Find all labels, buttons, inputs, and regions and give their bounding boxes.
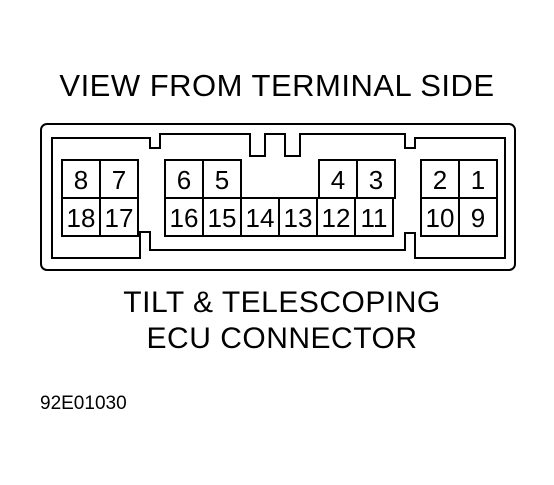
terminal-label-14: 14: [246, 203, 275, 233]
terminal-label-9: 9: [471, 203, 485, 233]
terminal-cell-5: [202, 159, 242, 199]
view-title: VIEW FROM TERMINAL SIDE: [59, 68, 495, 103]
terminal-label-16: 16: [170, 203, 199, 233]
terminal-label-3: 3: [369, 165, 383, 195]
terminal-label-12: 12: [322, 203, 351, 233]
caption-line-1: TILT & TELESCOPING: [123, 286, 441, 319]
caption-line-2: ECU CONNECTOR: [146, 322, 418, 355]
terminal-label-2: 2: [433, 165, 447, 195]
terminal-label-10: 10: [426, 203, 455, 233]
terminal-label-11: 11: [361, 203, 388, 233]
figure-code: 92E01030: [40, 393, 127, 414]
terminal-label-13: 13: [284, 203, 313, 233]
terminal-cell-15: [202, 197, 242, 237]
terminal-cell-3: [356, 159, 396, 199]
terminal-cell-17: [99, 197, 139, 237]
terminal-label-7: 7: [112, 165, 126, 195]
terminal-label-4: 4: [331, 165, 345, 195]
terminal-cell-11: [354, 197, 394, 237]
terminal-label-1: 1: [471, 165, 485, 195]
terminal-cell-9: [458, 197, 498, 237]
terminal-cell-12: [316, 197, 356, 237]
terminal-label-8: 8: [74, 165, 88, 195]
connector-outer-shell: [40, 123, 516, 271]
connector-inner-frame: [51, 133, 506, 259]
terminal-label-15: 15: [208, 203, 237, 233]
terminal-label-18: 18: [67, 203, 96, 233]
terminal-label-6: 6: [177, 165, 191, 195]
terminal-label-17: 17: [105, 203, 134, 233]
terminal-label-5: 5: [215, 165, 229, 195]
